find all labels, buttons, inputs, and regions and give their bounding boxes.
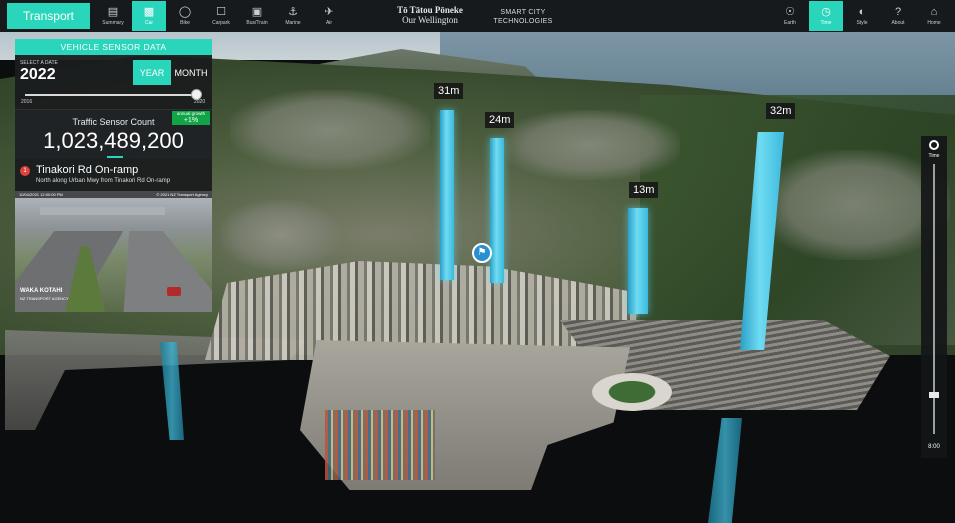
- nav-bus-train[interactable]: ▣Bus/Train: [246, 5, 268, 26]
- nav-marine[interactable]: ⚓Marine: [285, 5, 301, 26]
- time-slider-thumb[interactable]: [929, 392, 939, 398]
- sensor-description: North along Urban Mwy from Tinakori Rd O…: [36, 178, 171, 184]
- year-button[interactable]: YEAR: [133, 60, 171, 85]
- location-pin-icon: 1: [20, 166, 30, 176]
- nav-time[interactable]: ◷Time: [809, 1, 843, 31]
- sensor-marker-icon[interactable]: ⚑: [472, 243, 492, 263]
- sensor-name: Tinakori Rd On-ramp: [36, 164, 139, 176]
- panel-title: VEHICLE SENSOR DATA: [15, 39, 212, 55]
- top-bar: Transport ▤Summary ▩Car ◯Bike ☐Carpark ▣…: [0, 0, 955, 32]
- cam-overbridge: [40, 207, 165, 215]
- metric-label: Traffic Sensor Count: [72, 117, 155, 127]
- nav-car[interactable]: ▩Car: [132, 1, 166, 31]
- city-title: Tō Tātou Pōneke Our Wellington: [397, 5, 463, 25]
- transport-button[interactable]: Transport: [7, 3, 90, 29]
- nav-bike[interactable]: ◯Bike: [178, 5, 192, 26]
- bar-chart-icon: ▤: [107, 5, 119, 18]
- smart-city-title: SMART CITY TECHNOLOGIES: [493, 9, 553, 25]
- slider-min-label: 2016: [21, 99, 33, 105]
- traffic-count-card: annual growth +1% Traffic Sensor Count 1…: [15, 109, 212, 159]
- slider-thumb[interactable]: [191, 89, 202, 100]
- metric-value: 1,023,489,200: [43, 128, 184, 153]
- sensor-info: 1 Tinakori Rd On-ramp North along Urban …: [15, 159, 212, 191]
- bus-icon: ▣: [251, 5, 263, 18]
- nav-about[interactable]: ?About: [891, 5, 905, 26]
- nav-style[interactable]: ◐Style: [856, 5, 868, 26]
- sensor-column[interactable]: [490, 138, 504, 283]
- bicycle-icon: ◯: [178, 5, 192, 18]
- car-icon: ▩: [143, 5, 155, 18]
- month-button[interactable]: MONTH: [174, 67, 208, 78]
- selected-date: 2022: [20, 66, 56, 83]
- sensor-column-underground: [708, 418, 742, 523]
- sensor-column[interactable]: [628, 208, 648, 314]
- clock-icon: ◷: [821, 5, 831, 18]
- suburb-area: [760, 150, 950, 260]
- annual-growth-badge: annual growth +1%: [172, 111, 210, 125]
- camera-copyright: © 2021 NZ Transport Agency: [156, 192, 208, 197]
- globe-icon: ☉: [785, 5, 795, 18]
- container-stacks: [325, 410, 435, 480]
- camera-meta: 10/04/2021 12:00:00 PM © 2021 NZ Transpo…: [15, 191, 212, 198]
- date-selector: SELECT A DATE 2022 YEAR MONTH: [15, 55, 212, 85]
- nav-air[interactable]: ✈Air: [324, 5, 334, 26]
- mode-nav: ▤Summary ▩Car ◯Bike ☐Carpark ▣Bus/Train …: [95, 1, 347, 31]
- column-label: 24m: [485, 112, 515, 128]
- slider-track[interactable]: [25, 94, 195, 96]
- suburb-area: [230, 90, 430, 170]
- column-label: 31m: [434, 83, 464, 99]
- plane-icon: ✈: [324, 5, 334, 18]
- camera-timestamp: 10/04/2021 12:00:00 PM: [19, 192, 63, 197]
- nav-home[interactable]: ⌂Home: [927, 5, 941, 26]
- metric-underline: [107, 156, 123, 158]
- vehicle-sensor-panel: VEHICLE SENSOR DATA SELECT A DATE 2022 Y…: [15, 39, 212, 312]
- traffic-camera-image: 10/04/2021 12:00:00 PM © 2021 NZ Transpo…: [15, 191, 212, 312]
- stadium: [592, 373, 672, 411]
- time-slider-track[interactable]: [933, 164, 935, 434]
- column-label: 13m: [629, 182, 659, 198]
- date-label: SELECT A DATE: [20, 60, 58, 66]
- suburb-area: [220, 200, 340, 270]
- sensor-column[interactable]: [440, 110, 454, 280]
- ship-icon: ⚓: [288, 5, 298, 18]
- slider-max-label: 2020: [194, 99, 206, 105]
- parking-icon: ☐: [216, 5, 226, 18]
- year-slider[interactable]: 2016 2020: [15, 85, 212, 109]
- suburb-area: [500, 110, 680, 180]
- column-label: 32m: [766, 103, 796, 119]
- cam-car: [167, 287, 181, 296]
- time-label: Time: [928, 153, 940, 159]
- clock-icon: [929, 140, 939, 150]
- nav-summary[interactable]: ▤Summary: [102, 5, 124, 26]
- time-control: Time 8:00: [921, 136, 947, 458]
- toggle-icon: ◐: [858, 5, 866, 18]
- time-value: 8:00: [928, 444, 940, 450]
- right-nav: ☉Earth ◷Time ◐Style ?About ⌂Home: [772, 1, 952, 31]
- waka-kotahi-logo: WAKA KOTAHI NZ TRANSPORT AGENCY: [20, 288, 69, 301]
- home-icon: ⌂: [930, 5, 938, 18]
- nav-earth[interactable]: ☉Earth: [784, 5, 796, 26]
- nav-carpark[interactable]: ☐Carpark: [212, 5, 230, 26]
- question-icon: ?: [894, 5, 902, 18]
